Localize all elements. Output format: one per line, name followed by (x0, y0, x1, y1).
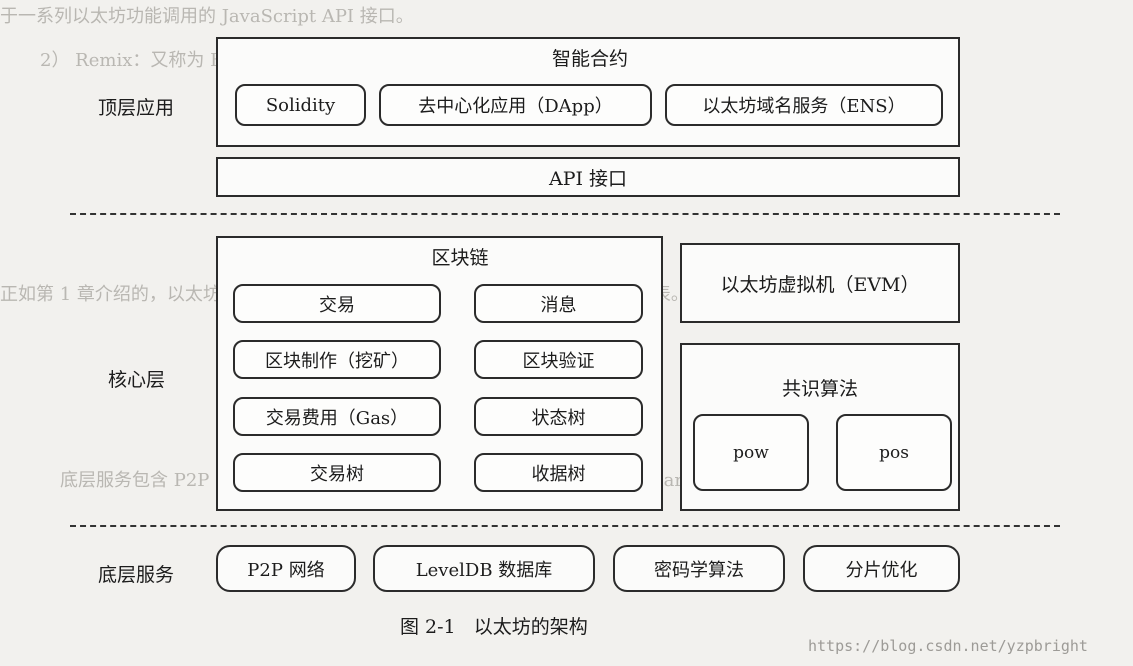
ens-box: 以太坊域名服务（ENS） (665, 84, 943, 126)
sharding-label: 分片优化 (845, 559, 918, 581)
core-layer-label: 核心层 (108, 369, 166, 391)
blockchain-title: 区块链 (431, 247, 489, 269)
watermark-url: https://blog.csdn.net/yzpbright (808, 637, 1088, 655)
pos-box: pos (836, 414, 952, 491)
transaction-tree-box: 交易树 (233, 453, 441, 492)
message-box: 消息 (474, 284, 643, 323)
solidity-box: Solidity (235, 84, 366, 126)
background-text: 于一系列以太坊功能调用的 JavaScript API 接口。 (0, 6, 414, 27)
block-mining-box: 区块制作（挖矿） (233, 340, 441, 379)
transaction-box: 交易 (233, 284, 441, 323)
evm-label: 以太坊虚拟机（EVM） (720, 273, 920, 296)
p2p-network-box: P2P 网络 (216, 545, 356, 592)
sharding-box: 分片优化 (803, 545, 960, 592)
leveldb-label: LevelDB 数据库 (415, 559, 553, 581)
evm-box: 以太坊虚拟机（EVM） (680, 243, 960, 323)
dapp-box: 去中心化应用（DApp） (379, 84, 652, 126)
api-label: API 接口 (548, 167, 628, 190)
separator-bottom (70, 525, 1060, 527)
separator-top (70, 213, 1060, 215)
cryptography-label: 密码学算法 (654, 559, 744, 581)
gas-box: 交易费用（Gas） (233, 397, 441, 436)
smart-contract-title: 智能合约 (551, 48, 628, 70)
figure-caption: 图 2-1 以太坊的架构 (400, 616, 588, 638)
consensus-title: 共识算法 (781, 378, 858, 400)
top-layer-label: 顶层应用 (98, 97, 175, 119)
state-tree-box: 状态树 (474, 397, 643, 436)
leveldb-box: LevelDB 数据库 (373, 545, 595, 592)
bottom-layer-label: 底层服务 (98, 564, 175, 586)
api-box: API 接口 (216, 157, 960, 197)
p2p-network-label: P2P 网络 (247, 559, 325, 581)
pow-box: pow (693, 414, 809, 491)
cryptography-box: 密码学算法 (613, 545, 785, 592)
receipt-tree-box: 收据树 (474, 453, 643, 492)
block-validation-box: 区块验证 (474, 340, 643, 379)
